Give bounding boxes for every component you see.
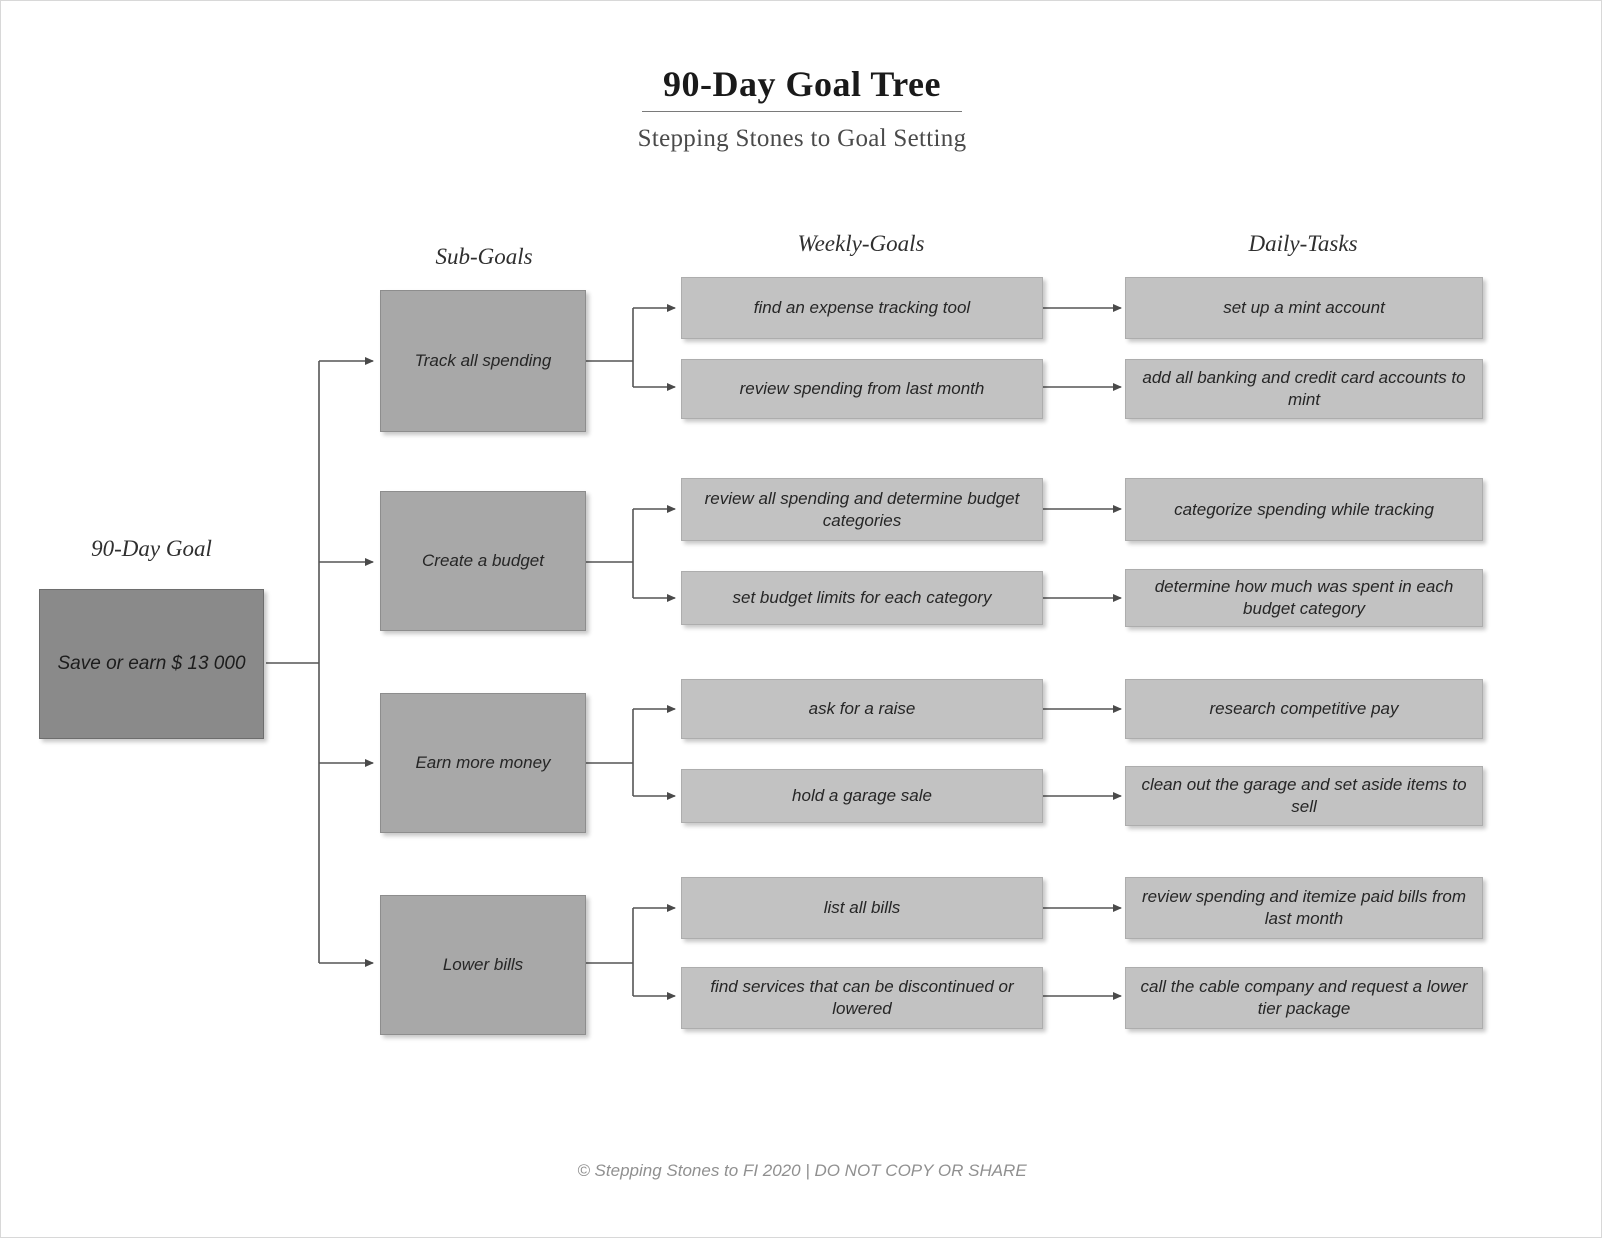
column-header-weekly-goals: Weekly-Goals: [797, 231, 925, 256]
sub-goal-box-4[interactable]: Lower bills: [380, 895, 586, 1035]
weekly-goal-box-2-2[interactable]: set budget limits for each category: [681, 571, 1043, 625]
title-underline: [642, 111, 962, 112]
weekly-goal-box-2-1[interactable]: review all spending and determine budget…: [681, 478, 1043, 541]
column-header-daily-tasks: Daily-Tasks: [1248, 231, 1358, 256]
column-header-sub-goals: Sub-Goals: [435, 244, 533, 269]
page-subtitle: Stepping Stones to Goal Setting: [637, 125, 967, 152]
weekly-goal-box-3-1[interactable]: ask for a raise: [681, 679, 1043, 739]
daily-task-box-2-1[interactable]: categorize spending while tracking: [1125, 478, 1483, 541]
daily-task-box-3-2[interactable]: clean out the garage and set aside items…: [1125, 766, 1483, 826]
weekly-goal-box-1-2[interactable]: review spending from last month: [681, 359, 1043, 419]
weekly-goal-box-4-2[interactable]: find services that can be discontinued o…: [681, 967, 1043, 1029]
main-goal-box[interactable]: Save or earn $ 13 000: [39, 589, 264, 739]
daily-task-box-2-2[interactable]: determine how much was spent in each bud…: [1125, 569, 1483, 627]
daily-task-box-3-1[interactable]: research competitive pay: [1125, 679, 1483, 739]
weekly-goal-box-3-2[interactable]: hold a garage sale: [681, 769, 1043, 823]
sub-goal-box-1[interactable]: Track all spending: [380, 290, 586, 432]
page-title: 90-Day Goal Tree: [663, 64, 941, 104]
weekly-goal-box-1-1[interactable]: find an expense tracking tool: [681, 277, 1043, 339]
daily-task-box-1-2[interactable]: add all banking and credit card accounts…: [1125, 359, 1483, 419]
daily-task-box-4-2[interactable]: call the cable company and request a low…: [1125, 967, 1483, 1029]
daily-task-box-1-1[interactable]: set up a mint account: [1125, 277, 1483, 339]
weekly-goal-box-4-1[interactable]: list all bills: [681, 877, 1043, 939]
sub-goal-box-2[interactable]: Create a budget: [380, 491, 586, 631]
footer-copyright: © Stepping Stones to FI 2020 | DO NOT CO…: [577, 1161, 1027, 1180]
sub-goal-box-3[interactable]: Earn more money: [380, 693, 586, 833]
main-goal-label: 90-Day Goal: [91, 536, 212, 561]
daily-task-box-4-1[interactable]: review spending and itemize paid bills f…: [1125, 877, 1483, 939]
